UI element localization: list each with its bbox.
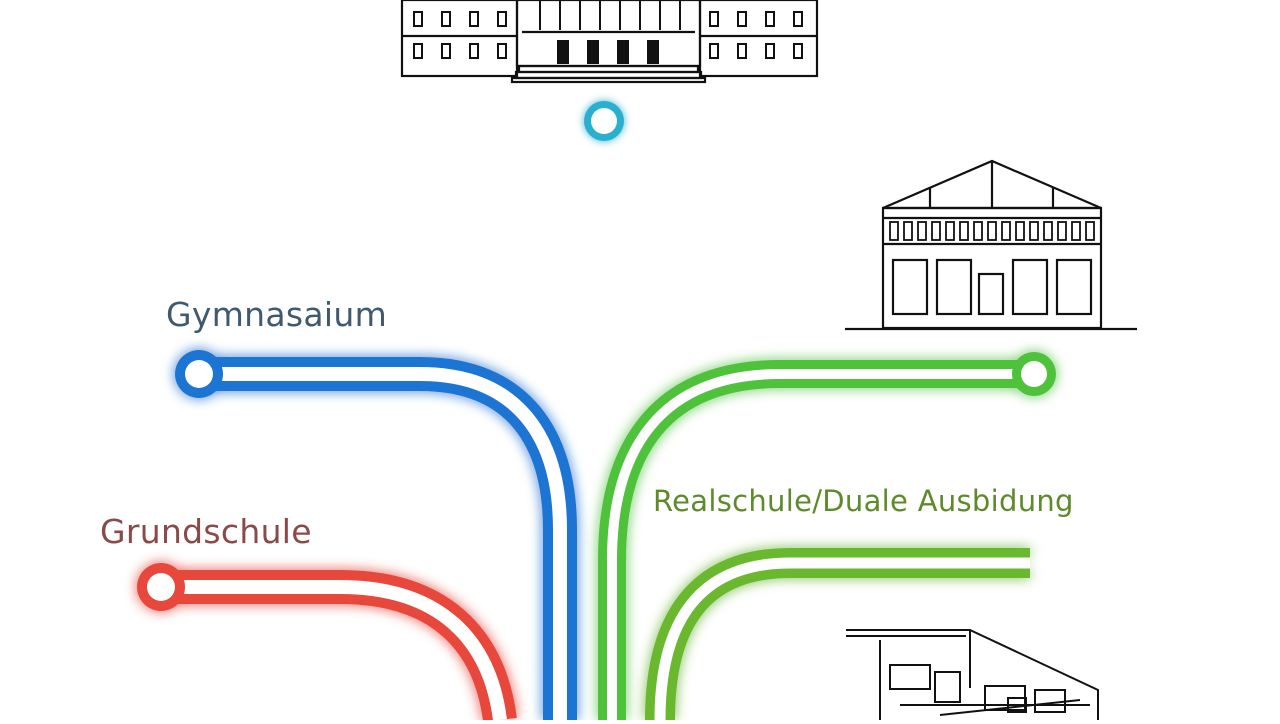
- realschule-upper-track: [598, 352, 1056, 720]
- university-building-icon: [400, 0, 819, 84]
- gymnasium-label: Gymnasaium: [166, 295, 388, 334]
- grundschule-label: Grundschule: [100, 512, 312, 551]
- realschule-lower-track: [645, 548, 1030, 721]
- gymnasium-track: [175, 350, 577, 720]
- school-building-icon: [845, 159, 1137, 331]
- realschule-label: Realschule/Duale Ausbidung: [653, 484, 1074, 518]
- university-node: [584, 101, 624, 141]
- grundschule-track: [137, 563, 517, 723]
- workshop-icon: [846, 629, 1099, 720]
